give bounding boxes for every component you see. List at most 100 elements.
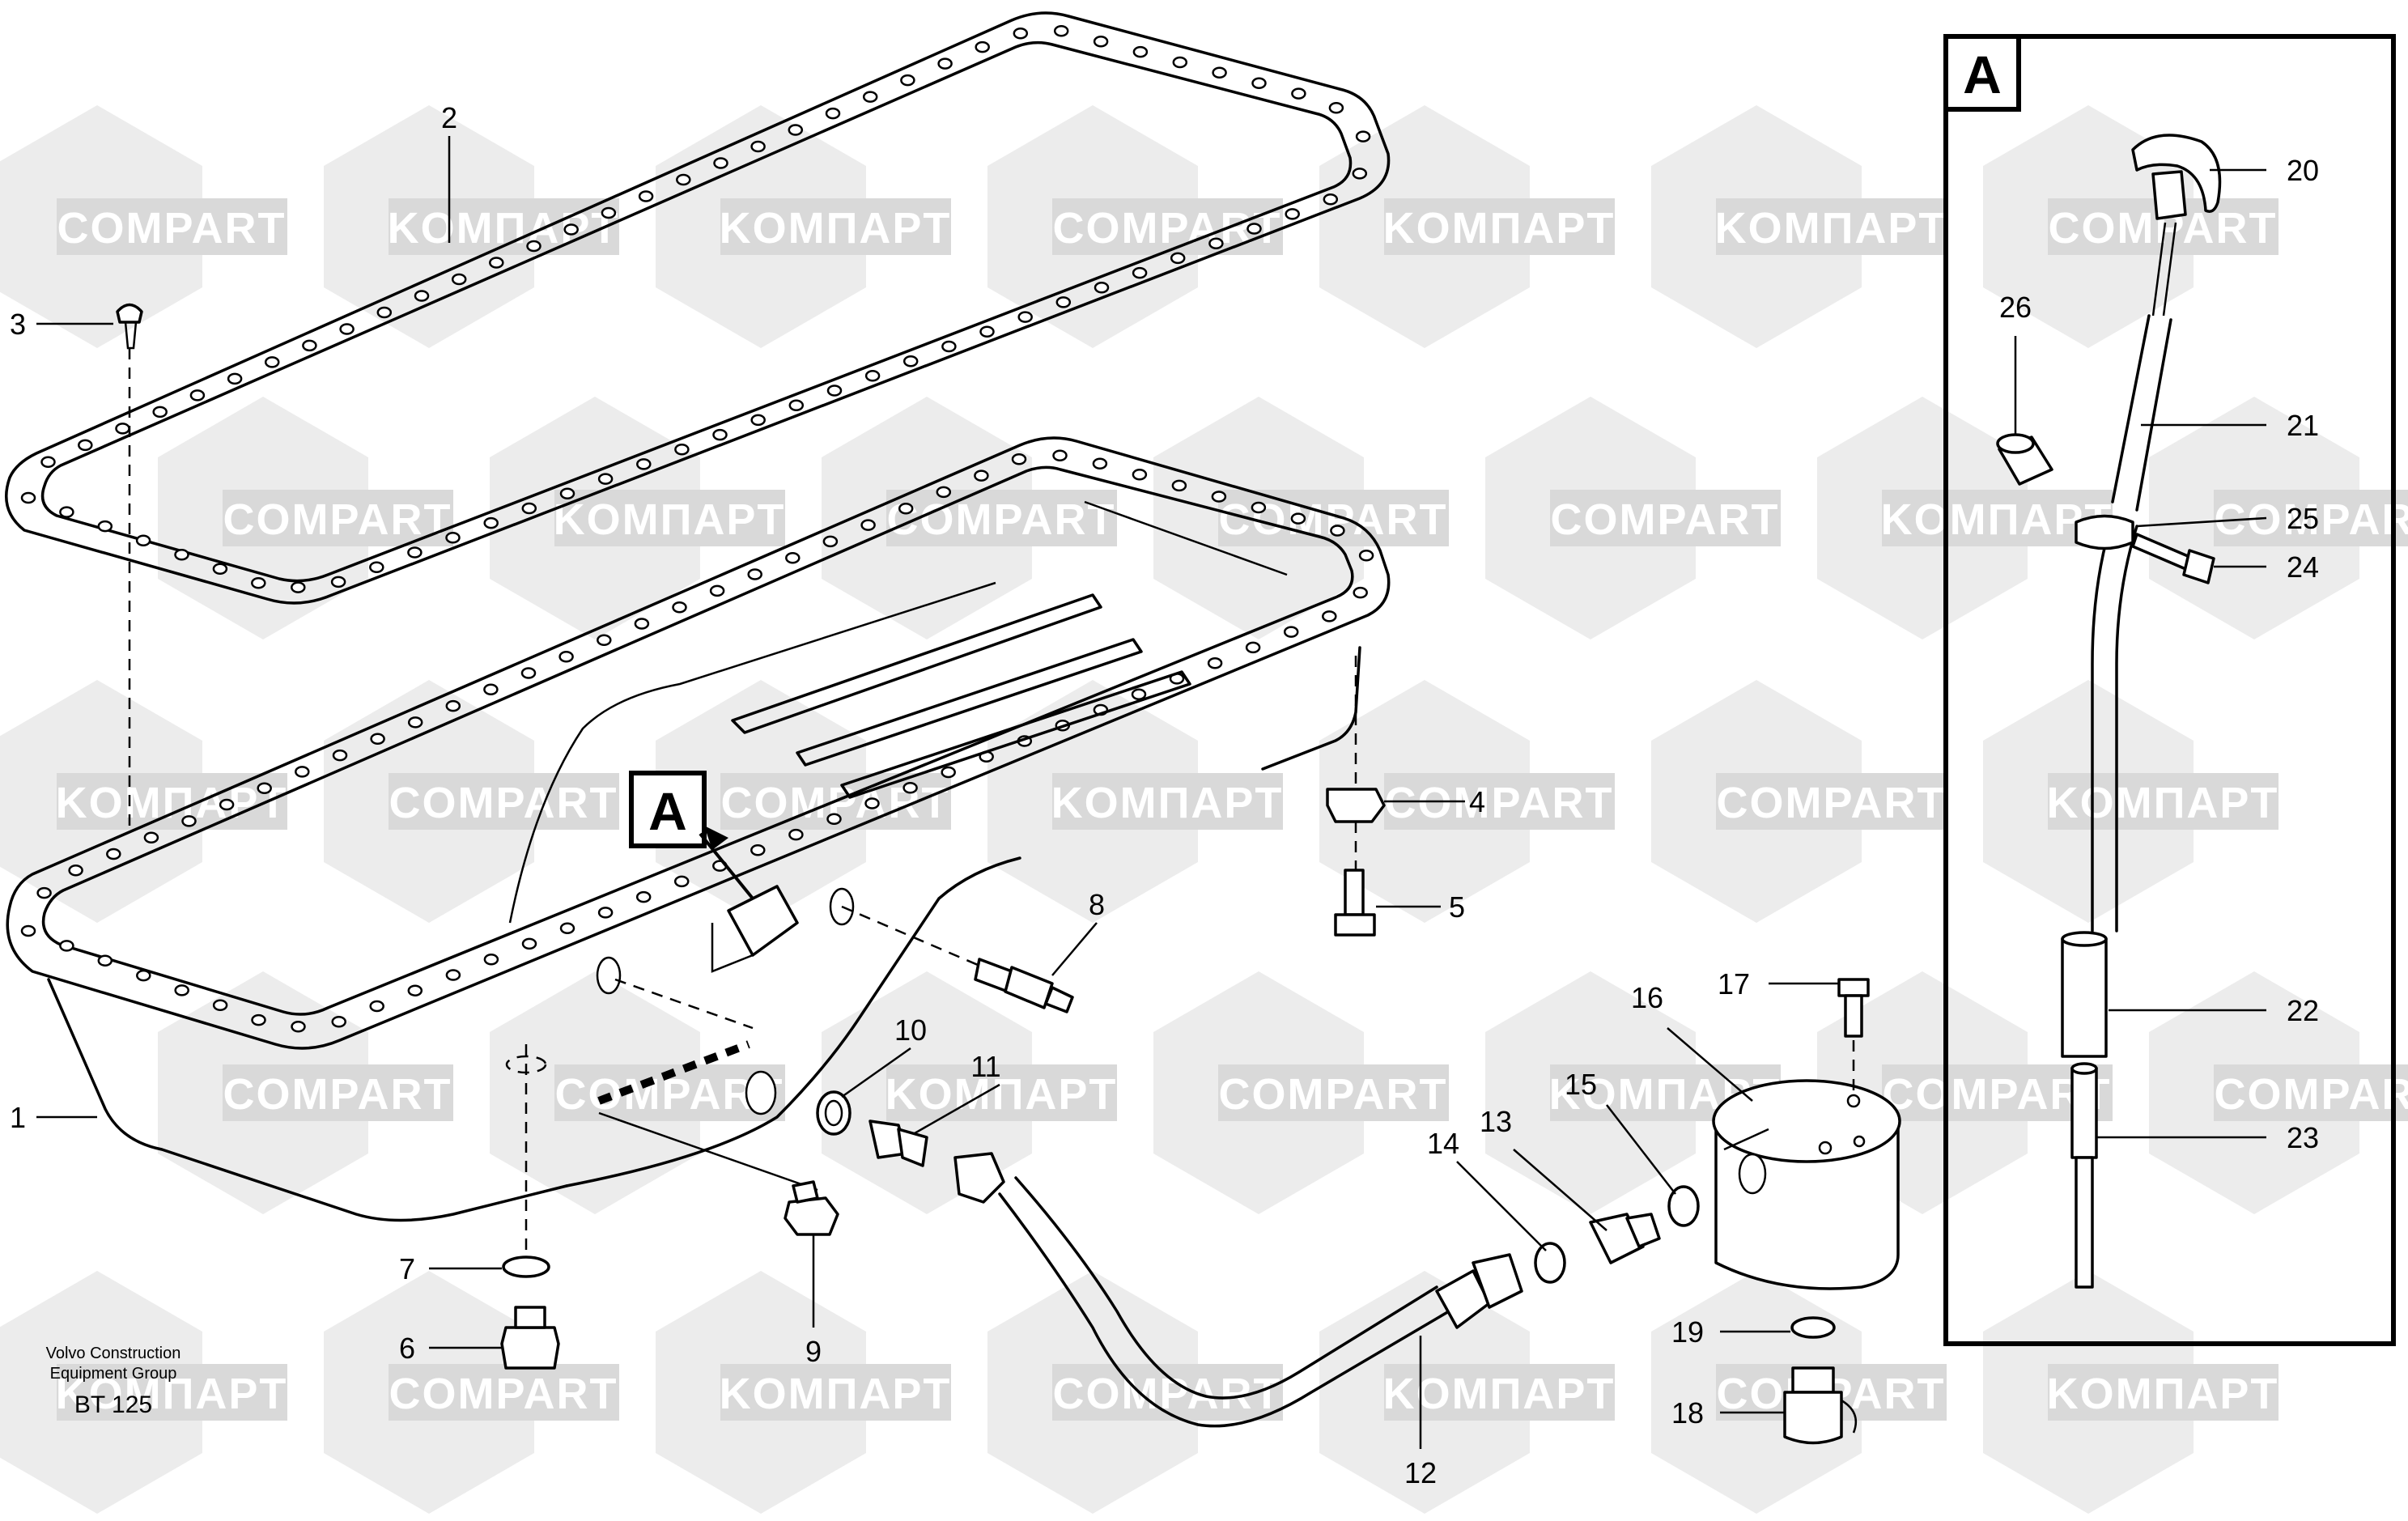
grommet-part-4 [1326, 656, 1386, 870]
bolt-hole [526, 240, 541, 253]
watermark-box [1882, 490, 2113, 546]
maker-line-2: Equipment Group [50, 1365, 177, 1383]
callout-1: 1 [10, 1101, 26, 1134]
bolt-hole [370, 733, 385, 746]
bolt-hole [597, 907, 614, 919]
bolt-hole [445, 969, 461, 981]
watermark-tile: COMPART [2149, 397, 2408, 639]
bolt-hole [295, 766, 310, 778]
bolt-hole [115, 423, 130, 435]
bolt-hole [1245, 641, 1261, 654]
tube-section-part-22 [2061, 931, 2108, 1058]
leader-lines [36, 136, 2267, 1449]
bolt-hole [597, 473, 614, 485]
watermark-text: KOMПAPT [1051, 779, 1284, 827]
watermark-box [2048, 1364, 2278, 1421]
sealing-ring-part-7 [502, 1044, 550, 1278]
bolt-hole [750, 844, 766, 856]
watermark-tile: COMPART [490, 971, 785, 1214]
watermark-tile: COMPART [1485, 397, 1781, 639]
oil-pan-part-1 [6, 436, 1391, 1222]
watermark-tile: KOMПAPT [1983, 1271, 2278, 1514]
sleeve-part-26 [1996, 433, 2053, 486]
bolt-part-24 [2131, 533, 2215, 584]
tube-end-part-23 [2070, 1062, 2098, 1289]
watermark-tile: COMPART [1153, 971, 1449, 1214]
bolt-hole [264, 356, 280, 368]
watermark-box [886, 1064, 1117, 1121]
watermark-text: COMPART [223, 495, 452, 544]
watermark-tile: COMPART [987, 1271, 1283, 1514]
bolt-hole [941, 766, 956, 779]
watermark-tile: KOMПAPT [1983, 680, 2278, 923]
callout-4: 4 [1469, 785, 1485, 818]
bolt-hole [862, 91, 878, 103]
bolt-hole [1094, 282, 1110, 294]
watermark-text: COMPART [1053, 1370, 1282, 1418]
watermark-box [57, 1364, 287, 1421]
bolt-hole [634, 618, 650, 630]
callout-5: 5 [1449, 890, 1465, 924]
callout-24: 24 [2287, 550, 2319, 584]
callout-11: 11 [970, 1050, 1000, 1083]
nipple-part-11 [868, 1120, 928, 1167]
callout-15: 15 [1565, 1068, 1597, 1101]
bolt-hole [636, 458, 652, 470]
bolt-hole [788, 828, 804, 841]
bolt-hole [974, 469, 989, 482]
bolt-hole [189, 389, 206, 401]
bolt-hole [520, 667, 537, 679]
watermark-text: KOMПAPT [554, 495, 786, 544]
bolt-hole [376, 306, 393, 319]
bolt-hole [558, 650, 574, 663]
watermark-tile: KOMПAPT [490, 397, 785, 639]
bolt-hole [822, 535, 839, 548]
watermark-tile: COMPART [0, 105, 287, 348]
bolt-hole [291, 1020, 306, 1033]
bolt-hole [1251, 77, 1267, 89]
watermark-tile: COMPART [324, 1271, 619, 1514]
bolt-hole [902, 782, 918, 794]
gasket-part-2 [5, 11, 1391, 605]
bolt-hole [291, 581, 306, 593]
watermark-box [223, 490, 453, 546]
bolt-hole [1093, 35, 1109, 48]
bolt-hole [1011, 453, 1027, 465]
callout-8: 8 [1089, 888, 1105, 921]
bolt-hole [864, 370, 881, 382]
bolt-hole [1132, 266, 1148, 279]
detail-a-callout-label: A [648, 781, 687, 841]
bolt-hole [369, 561, 384, 573]
watermark-box [389, 1364, 619, 1421]
callout-6: 6 [399, 1332, 415, 1365]
bolt-hole [674, 443, 690, 456]
bolt-hole [709, 584, 725, 597]
watermark-box [57, 773, 287, 830]
watermark-box [389, 773, 619, 830]
bolt-hole [559, 922, 575, 934]
watermark-tile: COMPART [987, 105, 1283, 348]
seal-ring-part-19 [1790, 1316, 1836, 1339]
watermark-text: COMPART [57, 204, 287, 253]
bolt-hole [826, 384, 843, 397]
bolt-hole [1330, 525, 1345, 537]
bolt-hole [635, 890, 652, 903]
bolt-hole [407, 546, 423, 559]
bolt-hole [152, 406, 168, 418]
callout-10: 10 [894, 1013, 927, 1047]
bolt-hole [36, 886, 52, 899]
watermark-tile: KOMПAPT [0, 680, 287, 923]
detail-a-callout: A [629, 771, 754, 900]
bolt-hole [1355, 130, 1371, 142]
bolt-hole [900, 74, 915, 87]
rivet-part-3 [116, 303, 143, 826]
sensor-part-8 [841, 905, 1074, 1013]
bolt-hole [1353, 586, 1368, 599]
watermark-box [1052, 773, 1283, 830]
detail-a-label: A [1963, 45, 2002, 104]
watermark-text: COMPART [389, 779, 618, 827]
watermark-tile: KOMПAPT [1651, 105, 1947, 348]
bolt-part-5 [1334, 869, 1376, 937]
bolt-hole [975, 40, 990, 53]
